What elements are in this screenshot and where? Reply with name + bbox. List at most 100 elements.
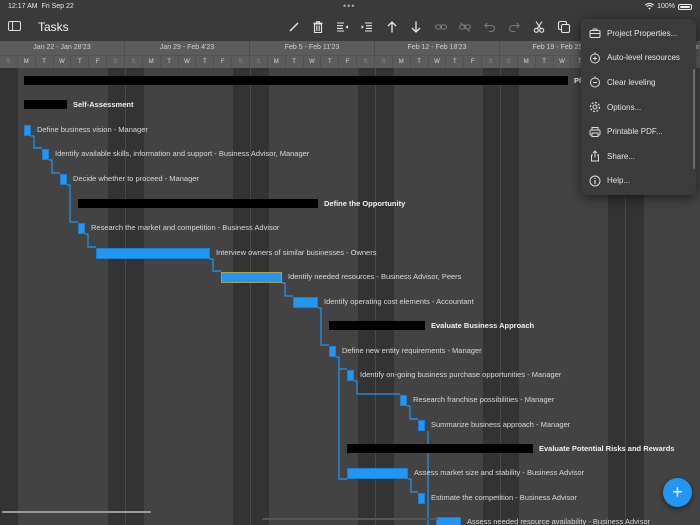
- summary-label: Evaluate Business Approach: [431, 321, 535, 330]
- task-bar[interactable]: [42, 149, 49, 160]
- clear-leveling-icon: [588, 75, 602, 89]
- task-label: Research franchise possibilities - Manag…: [413, 395, 555, 404]
- menu-item-label: Auto-level resources: [607, 53, 680, 63]
- week-divider: [500, 68, 501, 525]
- menu-item-clear-leveling[interactable]: Clear leveling: [581, 70, 696, 95]
- task-label: Identify available skills, information a…: [55, 149, 310, 158]
- arrow-down-icon[interactable]: [408, 19, 424, 35]
- day-label: S: [357, 56, 375, 69]
- menu-item-options[interactable]: Options...: [581, 95, 696, 120]
- day-label: S: [482, 56, 500, 69]
- menu-item-label: Clear leveling: [607, 77, 656, 87]
- day-label: T: [536, 56, 554, 69]
- wifi-icon: [645, 3, 655, 10]
- day-label: T: [321, 56, 340, 69]
- day-label: S: [125, 56, 143, 69]
- menu-item-project-properties[interactable]: Project Properties...: [581, 21, 696, 46]
- task-bar[interactable]: [96, 248, 210, 259]
- task-bar[interactable]: [221, 272, 282, 283]
- task-label: Define new entity requirements - Manager: [342, 346, 482, 355]
- day-label: T: [196, 56, 215, 69]
- week-label: Feb 12 - Feb 18'23: [375, 41, 500, 55]
- task-bar[interactable]: [347, 468, 408, 479]
- link-icon[interactable]: [433, 19, 449, 35]
- sidebar-icon[interactable]: [8, 21, 21, 31]
- day-label: F: [89, 56, 108, 69]
- printer-icon: [588, 125, 602, 139]
- more-menu: Project Properties... Auto-level resourc…: [581, 19, 696, 195]
- page-title: Tasks: [38, 20, 69, 34]
- share-icon: [588, 149, 602, 163]
- indent-icon[interactable]: [359, 19, 375, 35]
- task-label: Assess market size and stability - Busin…: [414, 468, 585, 477]
- outdent-icon[interactable]: [334, 19, 350, 35]
- task-label: Estimate the competition - Business Advi…: [431, 493, 577, 502]
- multitasking-dots[interactable]: •••: [343, 1, 356, 11]
- task-bar[interactable]: [293, 297, 318, 308]
- horizontal-scrollbar[interactable]: [2, 511, 151, 513]
- day-label: W: [554, 56, 572, 69]
- task-bar[interactable]: [418, 420, 425, 431]
- summary-bar[interactable]: [347, 444, 533, 453]
- day-label: F: [339, 56, 358, 69]
- summary-bar[interactable]: [24, 76, 568, 85]
- status-right: 100%: [645, 3, 692, 10]
- unlink-icon[interactable]: [457, 19, 473, 35]
- menu-item-share[interactable]: Share...: [581, 144, 696, 169]
- auto-level-icon: [588, 51, 602, 65]
- pencil-icon[interactable]: [286, 19, 302, 35]
- summary-bar[interactable]: [24, 100, 67, 109]
- week-label: Jan 29 - Feb 4'23: [125, 41, 250, 55]
- summary-label: Pl: [574, 76, 582, 85]
- task-label: Interview owners of similar businesses -…: [216, 248, 377, 257]
- week-divider: [625, 68, 626, 525]
- week-divider: [125, 68, 126, 525]
- home-indicator: [262, 518, 438, 520]
- menu-item-auto-level[interactable]: Auto-level resources: [581, 46, 696, 71]
- task-bar[interactable]: [78, 223, 85, 234]
- task-label: Summarize business approach - Manager: [431, 420, 571, 429]
- gear-icon: [588, 100, 602, 114]
- day-label: F: [464, 56, 483, 69]
- summary-bar[interactable]: [78, 199, 318, 208]
- add-task-button[interactable]: +: [663, 478, 692, 507]
- day-label: S: [0, 56, 18, 69]
- trash-icon[interactable]: [310, 19, 326, 35]
- day-label: S: [107, 56, 125, 69]
- day-label: W: [304, 56, 322, 69]
- day-label: T: [161, 56, 179, 69]
- task-label: Identify operating cost elements - Accou…: [324, 297, 474, 306]
- day-label: W: [429, 56, 447, 69]
- task-label: Research the market and competition - Bu…: [91, 223, 280, 232]
- arrow-up-icon[interactable]: [384, 19, 400, 35]
- menu-item-printable-pdf[interactable]: Printable PDF...: [581, 119, 696, 144]
- day-label: M: [18, 56, 36, 69]
- task-bar[interactable]: [347, 370, 354, 381]
- task-bar[interactable]: [24, 125, 31, 136]
- task-bar[interactable]: [436, 517, 461, 525]
- day-label: T: [286, 56, 304, 69]
- task-bar[interactable]: [329, 346, 336, 357]
- menu-item-help[interactable]: Help...: [581, 169, 696, 194]
- week-label: Jan 22 - Jan 28'23: [0, 41, 125, 55]
- day-label: S: [232, 56, 250, 69]
- task-bar[interactable]: [400, 395, 407, 406]
- task-bar[interactable]: [60, 174, 67, 185]
- redo-icon[interactable]: [506, 19, 522, 35]
- task-bar[interactable]: [418, 493, 425, 504]
- scissors-icon[interactable]: [531, 19, 547, 35]
- day-label: T: [36, 56, 54, 69]
- copy-icon[interactable]: [556, 19, 572, 35]
- day-label: T: [71, 56, 90, 69]
- task-label: Identify on-going business purchase oppo…: [360, 370, 562, 379]
- summary-bar[interactable]: [329, 321, 425, 330]
- summary-label: Self-Assessment: [73, 100, 134, 109]
- undo-icon[interactable]: [482, 19, 498, 35]
- task-label: Decide whether to proceed - Manager: [73, 174, 199, 183]
- summary-label: Define the Opportunity: [324, 199, 406, 208]
- task-label: Assess needed resource availability - Bu…: [467, 517, 651, 525]
- day-label: T: [446, 56, 465, 69]
- task-label: Define business vision - Manager: [37, 125, 148, 134]
- task-label: Identify needed resources - Business Adv…: [288, 272, 462, 281]
